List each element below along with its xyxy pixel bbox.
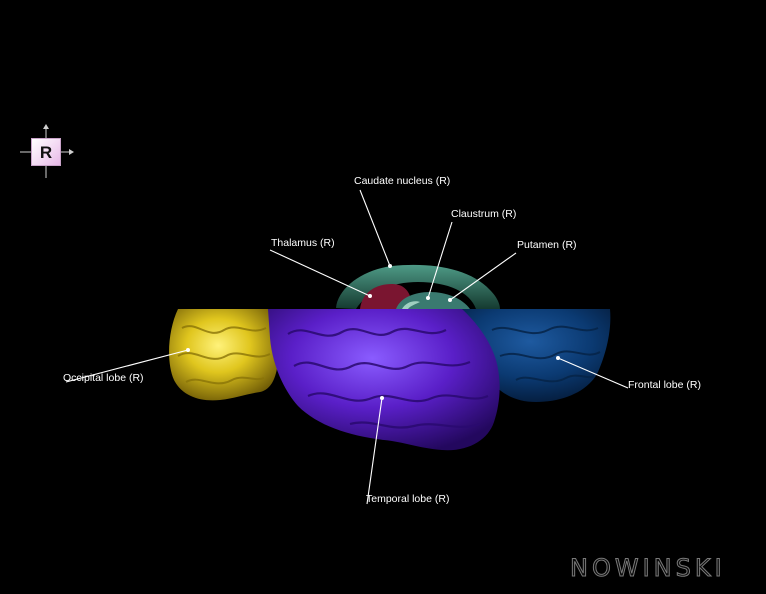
thalamus	[360, 284, 412, 309]
temporal-gyri	[287, 327, 489, 429]
frontal-gyri	[491, 325, 601, 383]
orientation-indicator: R	[18, 124, 74, 180]
temporal-lobe	[268, 309, 500, 451]
orientation-letter: R	[31, 138, 61, 166]
label-occipital-lobe: Occipital lobe (R)	[63, 372, 144, 384]
label-caudate-nucleus: Caudate nucleus (R)	[354, 175, 451, 187]
leader-lines	[65, 189, 629, 505]
label-temporal-lobe: Temporal lobe (R)	[366, 493, 450, 505]
label-frontal-lobe: Frontal lobe (R)	[628, 379, 701, 391]
orientation-arrows-icon	[20, 124, 74, 178]
claustrum	[402, 301, 420, 309]
caudate-nucleus	[336, 264, 500, 309]
label-claustrum: Claustrum (R)	[451, 208, 517, 220]
occipital-lobe	[169, 309, 279, 401]
leader-endpoints	[186, 264, 560, 400]
putamen	[396, 292, 470, 309]
nowinski-logo: NOWINSKI	[570, 554, 726, 583]
label-putamen: Putamen (R)	[517, 239, 577, 251]
occipital-gyri	[177, 325, 271, 385]
label-thalamus: Thalamus (R)	[271, 237, 335, 249]
